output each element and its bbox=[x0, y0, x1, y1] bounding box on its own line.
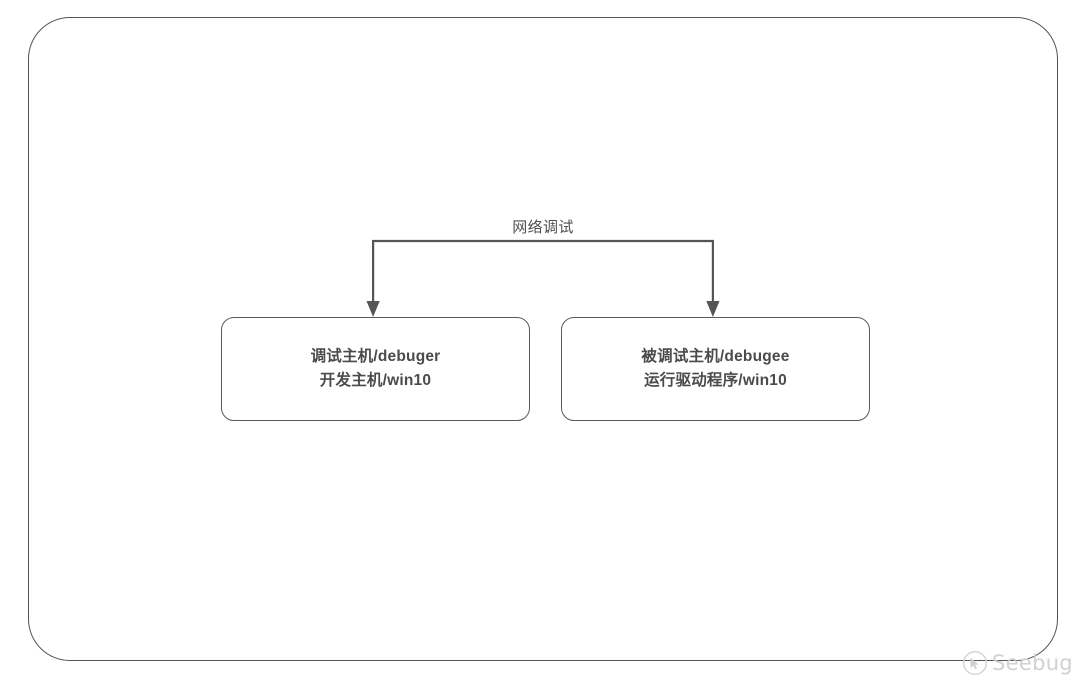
debugee-host-node[interactable]: 被调试主机/debugee 运行驱动程序/win10 bbox=[561, 317, 870, 421]
debugee-host-line-1: 被调试主机/debugee bbox=[641, 348, 790, 365]
debugee-host-line-2: 运行驱动程序/win10 bbox=[644, 372, 787, 389]
seebug-bug-logo-icon bbox=[962, 650, 988, 676]
watermark: Seebug bbox=[962, 650, 1073, 676]
connector-label: 网络调试 bbox=[0, 218, 1080, 238]
debugger-host-node[interactable]: 调试主机/debuger 开发主机/win10 bbox=[221, 317, 530, 421]
debugger-host-line-2: 开发主机/win10 bbox=[319, 372, 432, 389]
connector-label-text: 网络调试 bbox=[512, 219, 574, 236]
debugger-host-line-1: 调试主机/debuger bbox=[310, 348, 441, 365]
outer-rounded-frame bbox=[28, 17, 1058, 661]
watermark-text: Seebug bbox=[992, 651, 1073, 675]
